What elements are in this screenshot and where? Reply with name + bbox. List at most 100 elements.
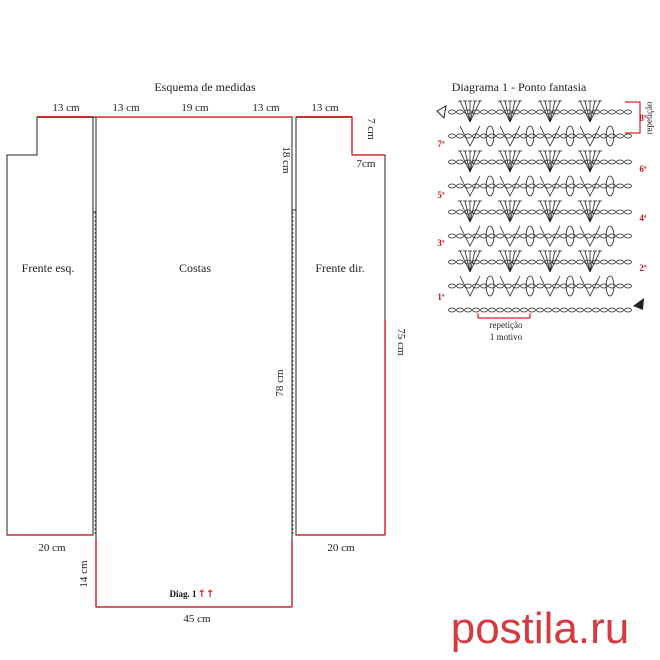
- chain-stitch-icon: [488, 283, 496, 289]
- dim-right-shoulder: 13 cm: [311, 102, 339, 114]
- chain-stitch-icon: [528, 109, 536, 115]
- v-stitch-icon: [539, 175, 561, 197]
- diag-arrows: ↑↑: [198, 589, 215, 600]
- bottom-repeat-label-2: 1 motivo: [490, 332, 523, 342]
- chain-stitch-icon: [496, 109, 504, 115]
- double-crochet-icon: [539, 250, 551, 273]
- chain-stitch-icon: [528, 283, 536, 289]
- dim-back-neck: 19 cm: [181, 102, 209, 114]
- double-crochet-icon: [549, 100, 556, 123]
- chain-stitch-icon: [624, 259, 632, 265]
- double-crochet-icon: [504, 100, 511, 123]
- chain-stitch-icon: [576, 283, 584, 289]
- chain-stitch-icon: [568, 259, 576, 265]
- chain-loop-icon: [605, 175, 615, 197]
- chain-stitch-icon: [560, 109, 568, 115]
- chain-stitch-icon: [456, 159, 464, 165]
- chain-stitch-icon: [480, 133, 488, 139]
- dim-front-length: 75 cm: [395, 328, 407, 356]
- chain-stitch-icon: [616, 159, 624, 165]
- double-crochet-icon: [464, 150, 471, 173]
- dim-right-neck-width: 7cm: [357, 158, 376, 170]
- chain-stitch-icon: [576, 307, 584, 313]
- double-crochet-icon: [544, 100, 551, 123]
- double-crochet-icon: [509, 250, 516, 273]
- double-crochet-icon: [539, 100, 551, 123]
- double-crochet-icon: [469, 250, 476, 273]
- chain-stitch-icon: [584, 307, 592, 313]
- row-label-6: 6ª: [639, 164, 647, 174]
- chain-stitch-icon: [576, 133, 584, 139]
- chain-stitch-icon: [608, 209, 616, 215]
- double-crochet-icon: [464, 250, 471, 273]
- chain-stitch-icon: [544, 307, 552, 313]
- chain-stitch-icon: [624, 109, 632, 115]
- chain-stitch-icon: [472, 109, 480, 115]
- chain-stitch-icon: [528, 183, 536, 189]
- chain-stitch-icon: [592, 307, 600, 313]
- chain-stitch-icon: [520, 307, 528, 313]
- chain-stitch-icon: [616, 109, 624, 115]
- chain-stitch-icon: [536, 259, 544, 265]
- stitch-diagram: Diagrama 1 - Ponto fantasia repetição re…: [436, 80, 654, 342]
- double-crochet-icon: [589, 150, 596, 173]
- chain-stitch-icon: [472, 307, 480, 313]
- chain-stitch-icon: [464, 307, 472, 313]
- chain-stitch-icon: [480, 159, 488, 165]
- double-crochet-icon: [459, 100, 471, 123]
- chain-stitch-icon: [600, 133, 608, 139]
- chain-stitch-icon: [496, 259, 504, 265]
- double-crochet-icon: [544, 250, 551, 273]
- chain-stitch-icon: [520, 233, 528, 239]
- chain-stitch-icon: [600, 233, 608, 239]
- double-crochet-icon: [499, 100, 511, 123]
- double-crochet-icon: [509, 100, 516, 123]
- chain-stitch-icon: [616, 183, 624, 189]
- chain-stitch-icon: [456, 209, 464, 215]
- chain-loop-icon: [525, 175, 535, 197]
- dim-left-hem: 20 cm: [38, 542, 66, 554]
- row-label-8: 8ª: [639, 113, 647, 123]
- chain-stitch-icon: [512, 259, 520, 265]
- double-crochet-icon: [539, 150, 551, 173]
- chain-stitch-icon: [480, 233, 488, 239]
- chain-loop-icon: [485, 175, 495, 197]
- chain-stitch-icon: [592, 159, 600, 165]
- chain-stitch-icon: [496, 233, 504, 239]
- chain-stitch-icon: [568, 183, 576, 189]
- chain-stitch-icon: [552, 109, 560, 115]
- chain-stitch-icon: [536, 109, 544, 115]
- chain-stitch-icon: [624, 183, 632, 189]
- double-crochet-icon: [509, 200, 521, 223]
- chain-stitch-icon: [600, 183, 608, 189]
- double-crochet-icon: [549, 150, 561, 173]
- chain-stitch-icon: [448, 233, 456, 239]
- chain-stitch-icon: [568, 133, 576, 139]
- chain-stitch-icon: [448, 133, 456, 139]
- chain-stitch-icon: [448, 109, 456, 115]
- chain-stitch-icon: [576, 159, 584, 165]
- double-crochet-icon: [579, 100, 591, 123]
- chain-stitch-icon: [576, 183, 584, 189]
- v-stitch-icon: [579, 275, 601, 297]
- chain-stitch-icon: [536, 133, 544, 139]
- chain-loop-icon: [485, 275, 495, 297]
- chain-stitch-icon: [608, 183, 616, 189]
- double-crochet-icon: [584, 150, 591, 173]
- chain-stitch-icon: [600, 307, 608, 313]
- chain-stitch-icon: [456, 133, 464, 139]
- chain-loop-icon: [525, 225, 535, 247]
- chain-stitch-icon: [552, 159, 560, 165]
- chain-stitch-icon: [512, 109, 520, 115]
- chain-stitch-icon: [496, 159, 504, 165]
- double-crochet-icon: [469, 100, 481, 123]
- double-crochet-icon: [509, 250, 521, 273]
- chain-stitch-icon: [488, 133, 496, 139]
- chain-stitch-icon: [488, 159, 496, 165]
- double-crochet-icon: [459, 150, 471, 173]
- chain-stitch-icon: [608, 159, 616, 165]
- chain-stitch-icon: [480, 283, 488, 289]
- chain-stitch-icon: [624, 233, 632, 239]
- chain-stitch-icon: [536, 159, 544, 165]
- double-crochet-icon: [509, 150, 521, 173]
